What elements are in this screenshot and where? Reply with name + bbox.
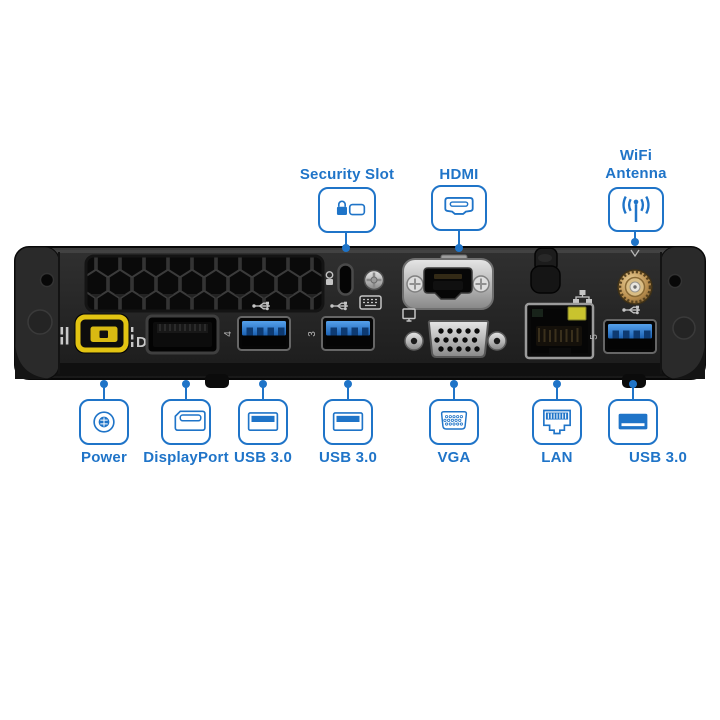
usb4-callout-line <box>262 387 264 399</box>
monitor-icon <box>402 308 416 322</box>
lan-icon <box>543 409 571 435</box>
vga-port <box>404 320 507 358</box>
wifi-antenna-label: WiFi Antenna <box>605 147 667 182</box>
wifi-antenna-callout-box <box>608 187 664 232</box>
usb3-callout-box <box>323 399 373 445</box>
lan-callout-dot <box>553 380 561 388</box>
displayport-logo-icon: D <box>131 327 147 351</box>
lan-led <box>567 306 587 321</box>
usb3-callout-dot <box>344 380 352 388</box>
vga-callout-line <box>453 387 455 399</box>
lan-port <box>524 302 595 360</box>
usb5-callout-box <box>608 399 658 445</box>
side-bump-right <box>672 316 696 340</box>
displayport-port <box>145 314 220 355</box>
screw-hole-right <box>667 273 683 289</box>
security-slot-callout-box <box>318 187 376 233</box>
usb4-callout-dot <box>259 380 267 388</box>
usb-port-number: 3 <box>307 331 318 337</box>
power-callout-dot <box>100 380 108 388</box>
power-icon <box>93 411 115 433</box>
displayport-label: DisplayPort <box>143 449 229 466</box>
power-callout-box <box>79 399 129 445</box>
wifi-antenna-icon <box>622 196 650 222</box>
usb3-label: USB 3.0 <box>318 449 378 466</box>
usb5-callout-dot <box>629 380 637 388</box>
hdmi-callout-dot <box>455 244 463 252</box>
displayport-callout-dot <box>182 380 190 388</box>
vga-label: VGA <box>437 449 471 466</box>
lan-callout-line <box>556 387 558 399</box>
usb-filled-icon <box>618 413 648 430</box>
network-icon <box>573 290 592 304</box>
power-callout-line <box>103 387 105 399</box>
hdmi-icon <box>444 197 474 215</box>
security-slot-callout-line <box>345 233 347 246</box>
power-port <box>74 313 130 354</box>
lan-label: LAN <box>541 449 573 466</box>
power-label: Power <box>80 449 127 466</box>
wifi-antenna-connector <box>617 249 653 305</box>
usb-port-3 <box>321 316 375 351</box>
usb5-callout-line <box>632 387 634 399</box>
vga-callout-dot <box>450 380 458 388</box>
hdmi-callout-box <box>431 185 487 231</box>
security-slot-port <box>337 263 354 296</box>
usb-port-number: 5 <box>589 334 600 340</box>
usb-icon <box>332 412 364 432</box>
lan-callout-box <box>532 399 582 445</box>
security-slot-label: Security Slot <box>299 166 395 183</box>
usb5-label: USB 3.0 <box>628 449 688 466</box>
security-slot-icon <box>336 200 366 216</box>
displayport-icon <box>174 410 206 432</box>
kensington-lock-icon <box>325 271 334 285</box>
vent-grille <box>84 254 325 313</box>
usb4-callout-box <box>238 399 288 445</box>
hdmi-callout-line <box>458 231 460 246</box>
usb-icon <box>247 412 279 432</box>
usb-port-5 <box>603 319 657 354</box>
usb-port-4 <box>237 316 291 351</box>
svg-text:D: D <box>136 334 147 351</box>
hdmi-label: HDMI <box>439 166 479 183</box>
side-bump-left <box>27 309 53 335</box>
usb4-label: USB 3.0 <box>233 449 293 466</box>
dc-power-icon <box>60 327 69 345</box>
displayport-callout-box <box>161 399 211 445</box>
wifi-antenna-callout-dot <box>631 238 639 246</box>
vga-icon <box>440 410 468 430</box>
security-slot-callout-dot <box>342 244 350 252</box>
keyboard-icon <box>359 295 382 310</box>
screw-hole-left <box>39 272 55 288</box>
hdmi-port <box>402 254 494 310</box>
usb-port-number: 4 <box>223 331 234 337</box>
cable-clip <box>530 247 561 294</box>
usb3-callout-line <box>347 387 349 399</box>
displayport-callout-line <box>185 387 187 399</box>
vga-callout-box <box>429 399 479 445</box>
device-foot-left <box>205 374 229 388</box>
wifi-antenna-callout-line <box>634 232 636 240</box>
screw <box>363 269 385 291</box>
